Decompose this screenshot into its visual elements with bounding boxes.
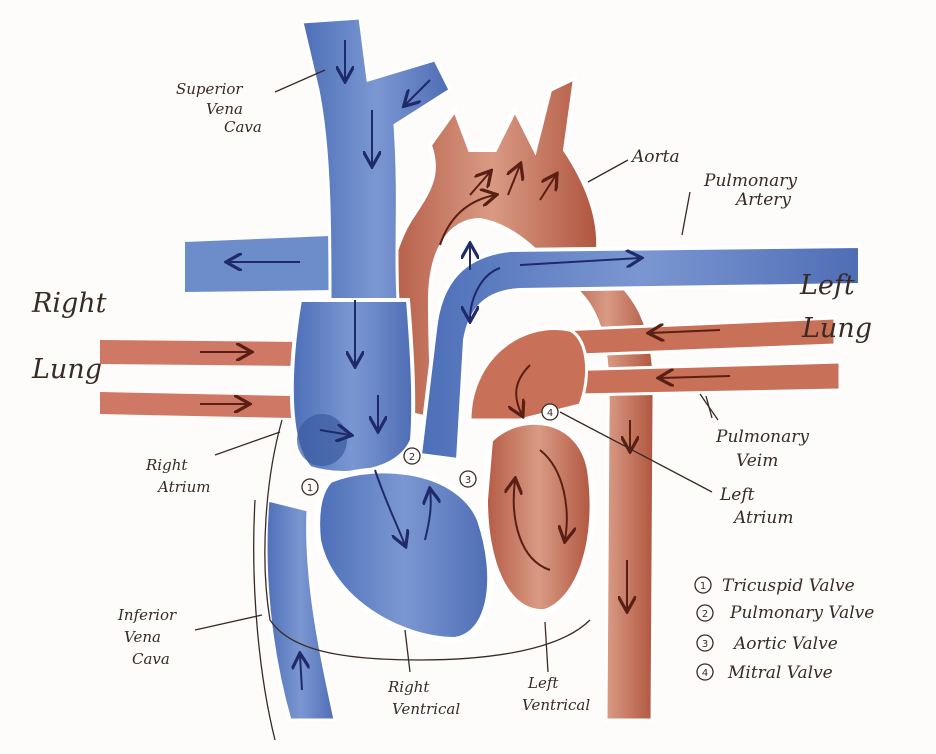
left-lung-line-1: Left: [799, 270, 855, 301]
right-atrium-line-2: Atrium: [156, 478, 210, 496]
legend-item-mitral: 4 Mitral Valve: [696, 663, 833, 683]
label-right-ventricle: Right Ventrical: [387, 678, 460, 718]
pulmonary-artery: [417, 245, 862, 463]
leader-lines: [194, 69, 719, 673]
valve-marker-1-text: 1: [307, 483, 313, 494]
legend-item-aortic: 3 Aortic Valve: [696, 634, 838, 654]
aorta: [383, 74, 601, 423]
valve-marker-1: 1: [301, 478, 319, 496]
valve-marker-3: 3: [459, 470, 477, 488]
label-left-lung: Left Lung: [799, 270, 872, 344]
pulm-vein-line-2: Veim: [736, 451, 778, 471]
legend-text-1: Tricuspid Valve: [722, 576, 855, 596]
legend-item-pulmonary: 2 Pulmonary Valve: [696, 603, 874, 623]
ivc-line-3: Cava: [132, 650, 170, 668]
left-atrium-line-2: Atrium: [732, 508, 793, 528]
left-pulmonary-veins: [556, 316, 842, 397]
right-pulmonary-artery-branch: [185, 236, 335, 292]
svc-line-3: Cava: [224, 118, 262, 136]
valve-marker-3-text: 3: [465, 475, 471, 486]
legend-item-tricuspid: 1 Tricuspid Valve: [694, 576, 855, 596]
ivc-line-1: Inferior: [117, 606, 177, 624]
pulm-artery-line-2: Artery: [734, 190, 791, 210]
right-pulmonary-veins: [100, 340, 300, 418]
right-lung-line-2: Lung: [31, 354, 102, 385]
label-aorta: Aorta: [630, 147, 680, 167]
valve-marker-2: 2: [403, 447, 421, 465]
legend-text-2: Pulmonary Valve: [729, 603, 874, 623]
legend-num-4: 4: [702, 668, 708, 679]
legend-num-2: 2: [702, 609, 708, 620]
legend-num-3: 3: [702, 639, 708, 650]
label-superior-vena-cava: Superior Vena Cava: [176, 80, 262, 136]
legend-text-4: Mitral Valve: [727, 663, 833, 683]
valve-marker-4: 4: [541, 403, 559, 421]
label-pulmonary-vein: Pulmonary Veim: [715, 427, 809, 471]
left-atrium: [468, 327, 589, 422]
pulm-vein-line-1: Pulmonary: [715, 427, 809, 447]
left-atrium-line-1: Left: [719, 485, 755, 505]
label-right-atrium: Right Atrium: [145, 456, 210, 496]
heart-outline: [253, 419, 591, 741]
right-atrium: [289, 298, 416, 475]
inferior-vena-cava: [264, 498, 337, 722]
right-ventricle: [314, 467, 494, 644]
ivc-line-2: Vena: [124, 628, 161, 646]
right-lung-line-1: Right: [31, 288, 107, 319]
valve-marker-4-text: 4: [547, 408, 553, 419]
legend-num-1: 1: [700, 581, 706, 592]
left-ventricle-line-2: Ventrical: [522, 696, 590, 714]
right-atrium-line-1: Right: [145, 456, 188, 474]
label-right-lung: Right Lung: [31, 288, 107, 385]
left-lung-line-2: Lung: [801, 313, 872, 344]
pulm-artery-line-1: Pulmonary: [703, 171, 797, 191]
label-left-atrium: Left Atrium: [719, 485, 793, 528]
label-pulmonary-artery: Pulmonary Artery: [703, 171, 797, 210]
valve-legend: 1 Tricuspid Valve 2 Pulmonary Valve 3 Ao…: [694, 576, 874, 683]
left-ventricle-line-1: Left: [527, 674, 559, 692]
svc-line-1: Superior: [176, 80, 243, 98]
left-ventricle: [481, 418, 596, 616]
label-left-ventricle: Left Ventrical: [522, 674, 590, 714]
right-ventricle-line-2: Ventrical: [392, 700, 460, 718]
svc-line-2: Vena: [206, 100, 243, 118]
right-ventricle-line-1: Right: [387, 678, 430, 696]
label-inferior-vena-cava: Inferior Vena Cava: [117, 606, 177, 668]
legend-text-3: Aortic Valve: [732, 634, 838, 654]
valve-marker-2-text: 2: [409, 452, 415, 463]
